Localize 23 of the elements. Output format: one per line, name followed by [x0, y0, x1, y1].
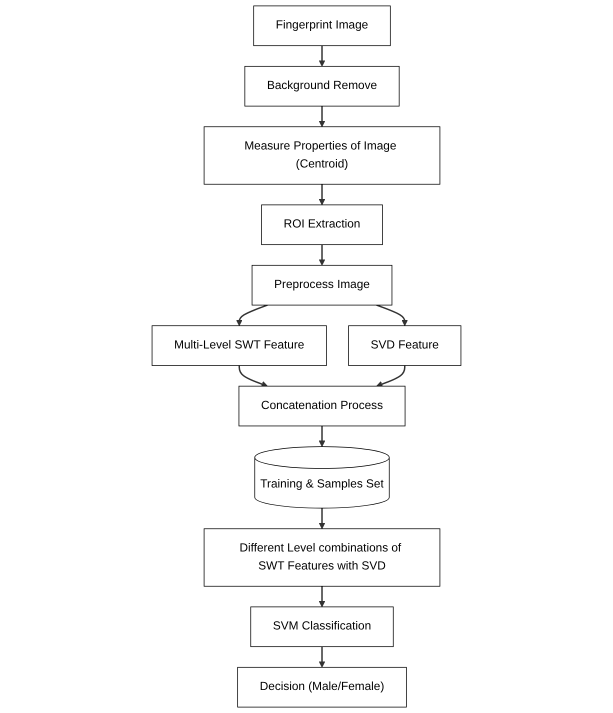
arrow: [238, 366, 268, 388]
node-box: Different Level combinations of SWT Features with SVD: [204, 528, 440, 587]
arrow: [376, 304, 408, 326]
arrow: [236, 304, 268, 326]
node-box: ROI Extraction: [261, 204, 383, 246]
node-box: Background Remove: [244, 66, 400, 106]
node-box: Measure Properties of Image (Centroid): [204, 126, 440, 185]
node-box: Fingerprint Image: [253, 6, 391, 46]
arrow: [318, 244, 326, 266]
arrow: [318, 586, 326, 608]
node-box: Concatenation Process: [238, 386, 406, 426]
arrow: [318, 508, 326, 530]
arrow: [318, 46, 326, 67]
node-box: SVD Feature: [348, 325, 462, 366]
arrow: [318, 184, 326, 206]
node-box: SVM Classification: [250, 606, 394, 648]
arrow: [318, 426, 326, 447]
node-box: Decision (Male/Female): [237, 666, 407, 708]
arrow: [318, 646, 326, 668]
arrow: [376, 366, 406, 388]
node-box: Preprocess Image: [252, 264, 392, 306]
node-box: Multi-Level SWT Feature: [152, 325, 327, 366]
arrow: [318, 106, 326, 128]
